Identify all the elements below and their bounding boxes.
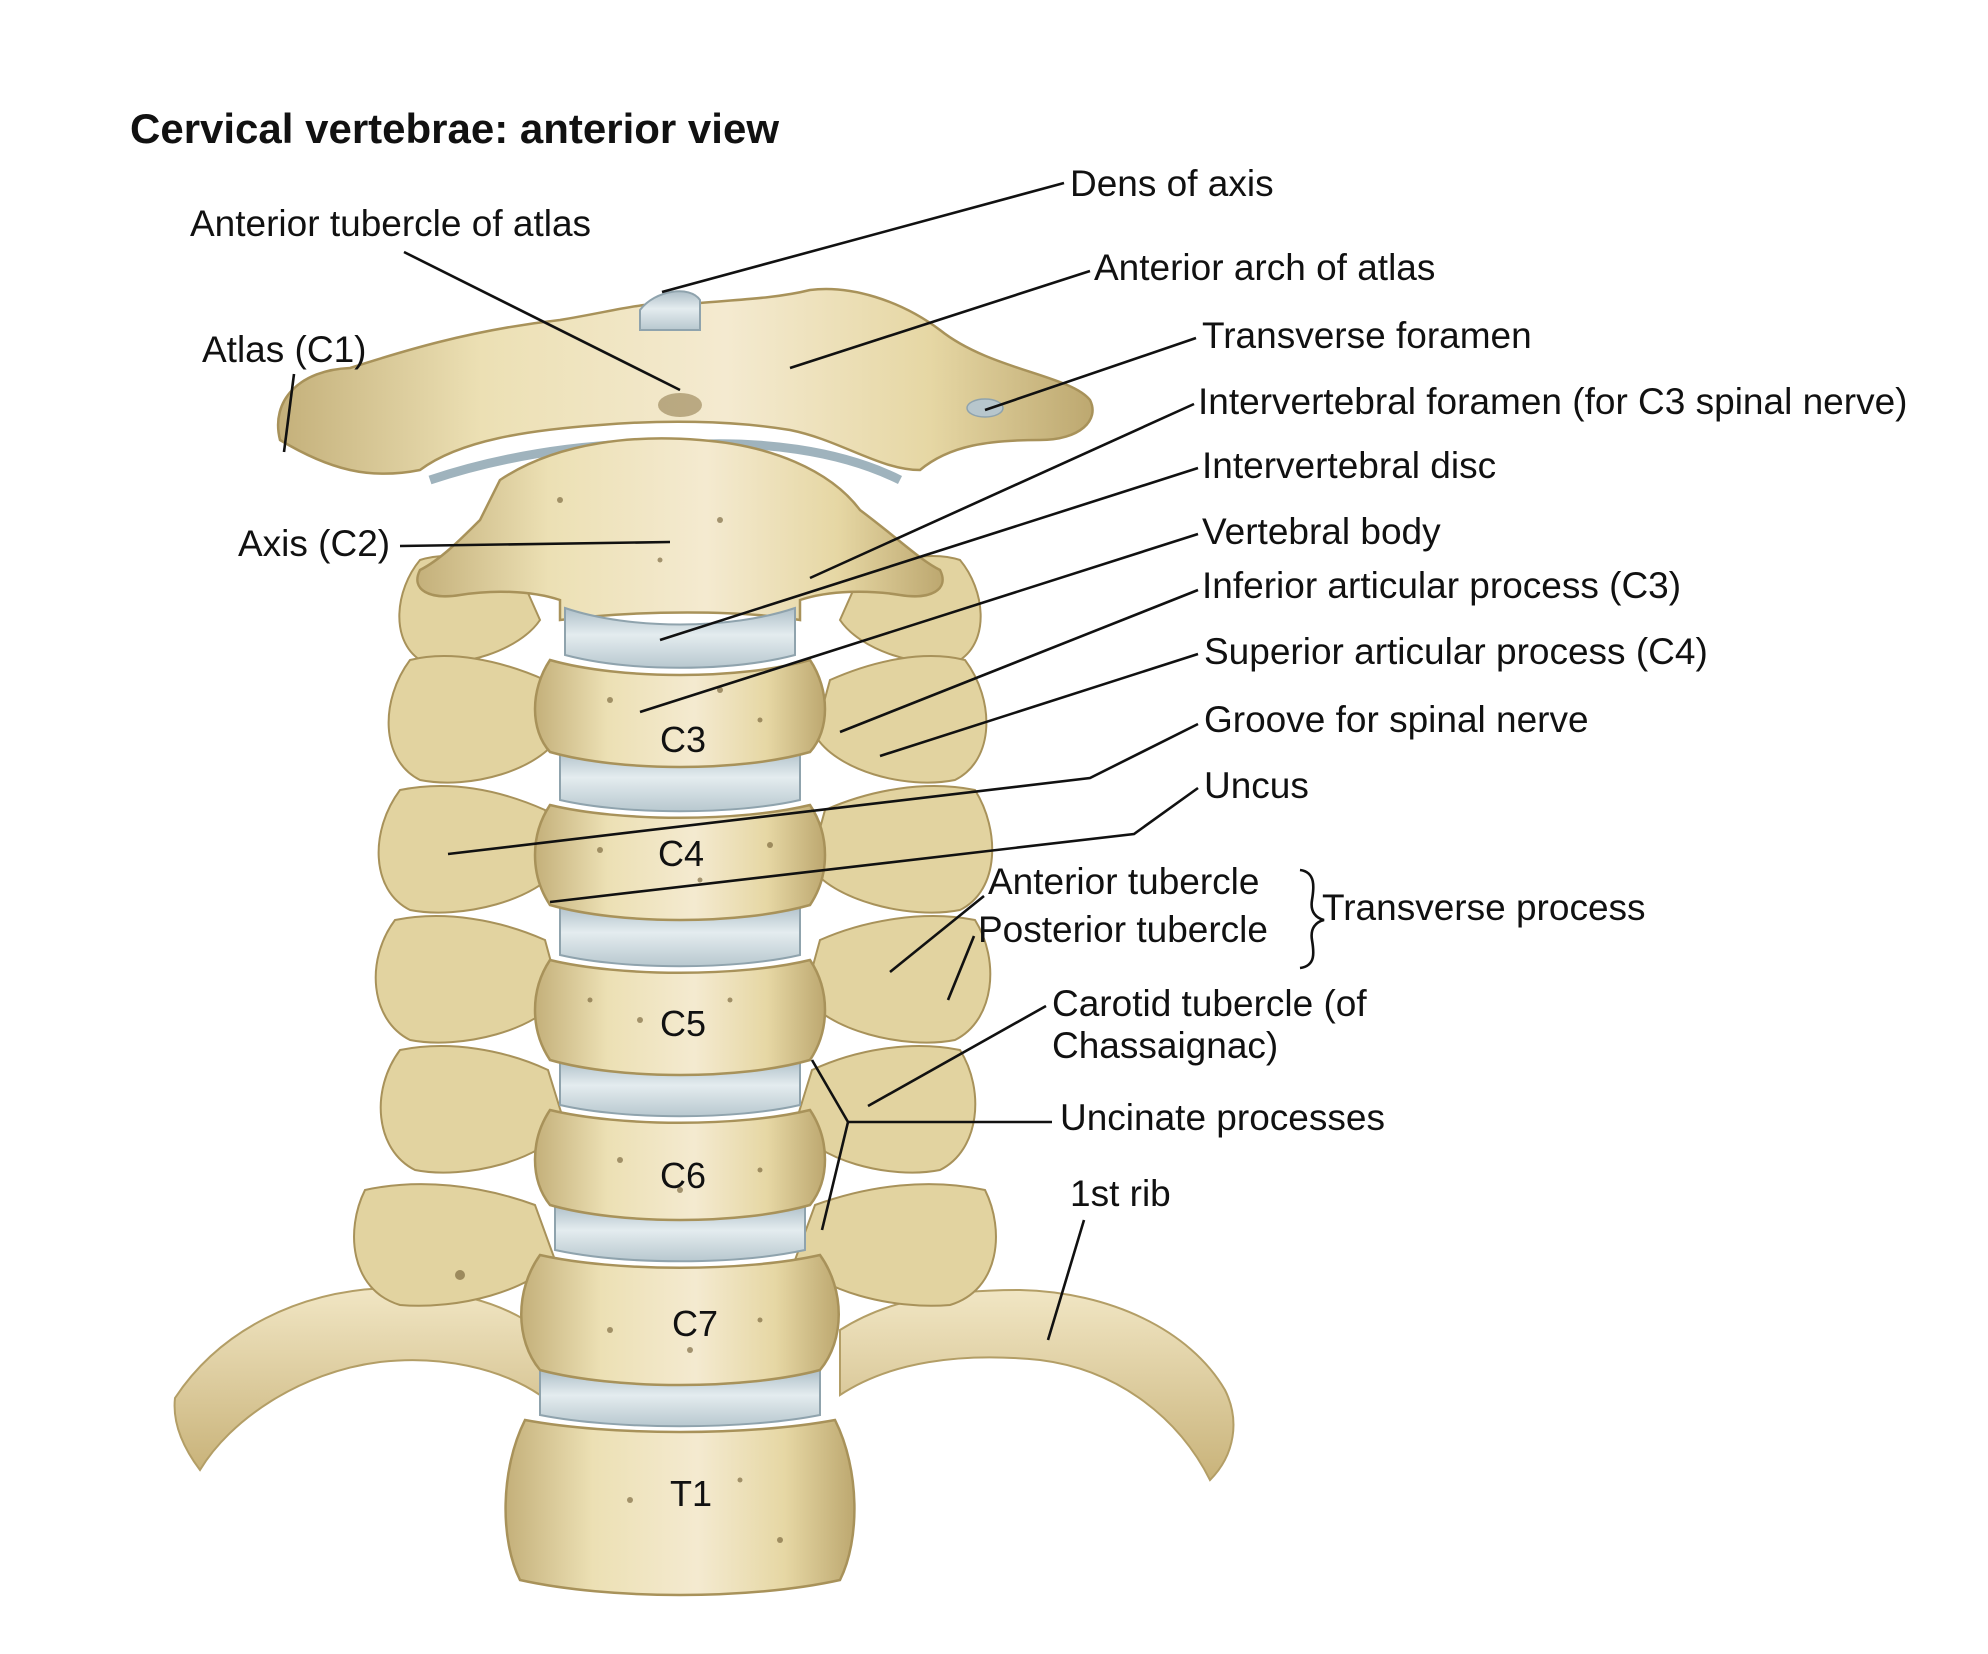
- leader-axis-c2: [399, 540, 671, 548]
- first-rib-right: [839, 1288, 1235, 1482]
- transverse-processes: [353, 554, 997, 1307]
- leader-carotid-tubercle: [867, 1004, 1047, 1108]
- transverse-process-brace: [1299, 868, 1325, 970]
- label-posterior-tubercle: Posterior tubercle: [978, 909, 1268, 950]
- vertebra-label-c3: C3: [660, 719, 706, 760]
- label-anterior-tubercle-of-atlas: Anterior tubercle of atlas: [190, 203, 591, 244]
- label-uncinate-processes: Uncinate processes: [1060, 1097, 1385, 1138]
- leader-anterior-tubercle-of-atlas: [403, 250, 681, 392]
- leader-groove-for-spinal-nerve: [447, 722, 1199, 856]
- vertebra-label-t1: T1: [670, 1473, 712, 1514]
- leader-vertebral-body: [639, 532, 1199, 714]
- label-inferior-articular-process: Inferior articular process (C3): [1202, 565, 1681, 606]
- axis-bone: [416, 437, 944, 622]
- leader-lines: [282, 181, 1325, 1341]
- leader-transverse-foramen: [984, 336, 1197, 412]
- label-intervertebral-foramen: Intervertebral foramen (for C3 spinal ne…: [1198, 381, 1907, 422]
- bone-texture-dots: [455, 497, 783, 1543]
- label-atlas-c1: Atlas (C1): [202, 329, 366, 370]
- leader-atlas-c1: [282, 373, 296, 453]
- label-superior-articular-process: Superior articular process (C4): [1204, 631, 1708, 672]
- label-vertebral-body: Vertebral body: [1202, 511, 1441, 552]
- intervertebral-discs: [539, 606, 821, 1428]
- leader-anterior-tubercle: [889, 894, 985, 974]
- vertebra-label-c7: C7: [672, 1303, 718, 1344]
- vertebra-label-c6: C6: [660, 1155, 706, 1196]
- label-first-rib: 1st rib: [1070, 1173, 1171, 1214]
- label-transverse-foramen: Transverse foramen: [1202, 315, 1532, 356]
- label-dens-of-axis: Dens of axis: [1070, 163, 1274, 204]
- first-rib-left: [173, 1286, 541, 1472]
- leader-intervertebral-foramen: [809, 402, 1195, 580]
- label-transverse-process: Transverse process: [1322, 887, 1646, 928]
- leader-anterior-arch-of-atlas: [789, 269, 1091, 370]
- leader-superior-articular-process: [879, 652, 1199, 758]
- label-anterior-arch-of-atlas: Anterior arch of atlas: [1094, 247, 1435, 288]
- leader-uncinate-processes-lower: [820, 1121, 850, 1231]
- vertebra-label-c5: C5: [660, 1003, 706, 1044]
- leader-first-rib: [1046, 1219, 1086, 1341]
- vertebra-label-c4: C4: [658, 833, 704, 874]
- label-axis-c2: Axis (C2): [238, 523, 390, 564]
- label-carotid-tubercle-line2: Chassaignac): [1052, 1025, 1278, 1066]
- label-carotid-tubercle-line1: Carotid tubercle (of: [1052, 983, 1367, 1024]
- leader-uncus: [549, 786, 1199, 904]
- vertebral-bodies: [504, 658, 856, 1597]
- leader-dens-of-axis: [661, 181, 1065, 294]
- diagram-title: Cervical vertebrae: anterior view: [130, 105, 779, 152]
- label-anterior-tubercle: Anterior tubercle: [988, 861, 1259, 902]
- leader-posterior-tubercle: [946, 935, 976, 1001]
- label-uncus: Uncus: [1204, 765, 1309, 806]
- leader-intervertebral-disc: [659, 466, 1199, 642]
- leader-inferior-articular-process: [839, 588, 1199, 734]
- label-intervertebral-disc: Intervertebral disc: [1202, 445, 1496, 486]
- label-groove-for-spinal-nerve: Groove for spinal nerve: [1204, 699, 1589, 740]
